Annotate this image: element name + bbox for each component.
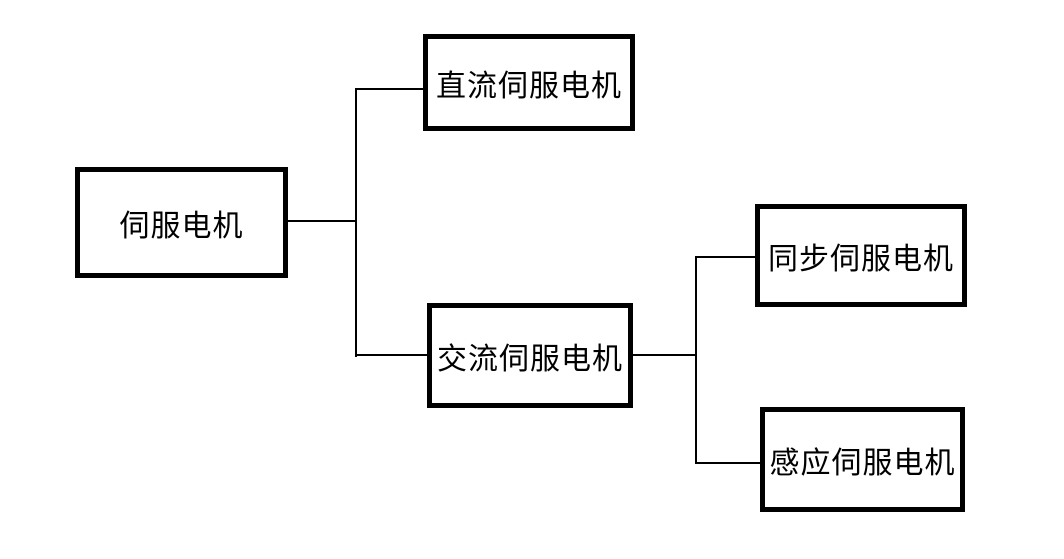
node-ac-servo-motor: 交流伺服电机 bbox=[427, 303, 633, 408]
node-dc-servo-motor: 直流伺服电机 bbox=[423, 34, 635, 131]
connector-left-trunk-vertical bbox=[355, 88, 357, 357]
connector-trunk-to-dc bbox=[357, 88, 423, 90]
connector-root-to-trunk bbox=[288, 220, 356, 222]
node-servo-motor: 伺服电机 bbox=[75, 167, 288, 278]
connector-trunk-to-sync bbox=[697, 256, 755, 258]
node-ac-servo-motor-label: 交流伺服电机 bbox=[437, 342, 623, 376]
node-induction-servo-motor: 感应伺服电机 bbox=[760, 407, 965, 512]
connector-ac-to-trunk bbox=[633, 354, 696, 356]
connector-trunk-to-ac bbox=[357, 354, 427, 356]
connector-right-trunk-vertical bbox=[695, 256, 697, 464]
node-dc-servo-motor-label: 直流伺服电机 bbox=[436, 69, 622, 103]
node-servo-motor-label: 伺服电机 bbox=[119, 209, 244, 243]
node-synchronous-servo-motor: 同步伺服电机 bbox=[755, 204, 967, 307]
node-synchronous-servo-motor-label: 同步伺服电机 bbox=[768, 242, 954, 276]
connector-trunk-to-induction bbox=[697, 462, 760, 464]
node-induction-servo-motor-label: 感应伺服电机 bbox=[769, 446, 956, 480]
